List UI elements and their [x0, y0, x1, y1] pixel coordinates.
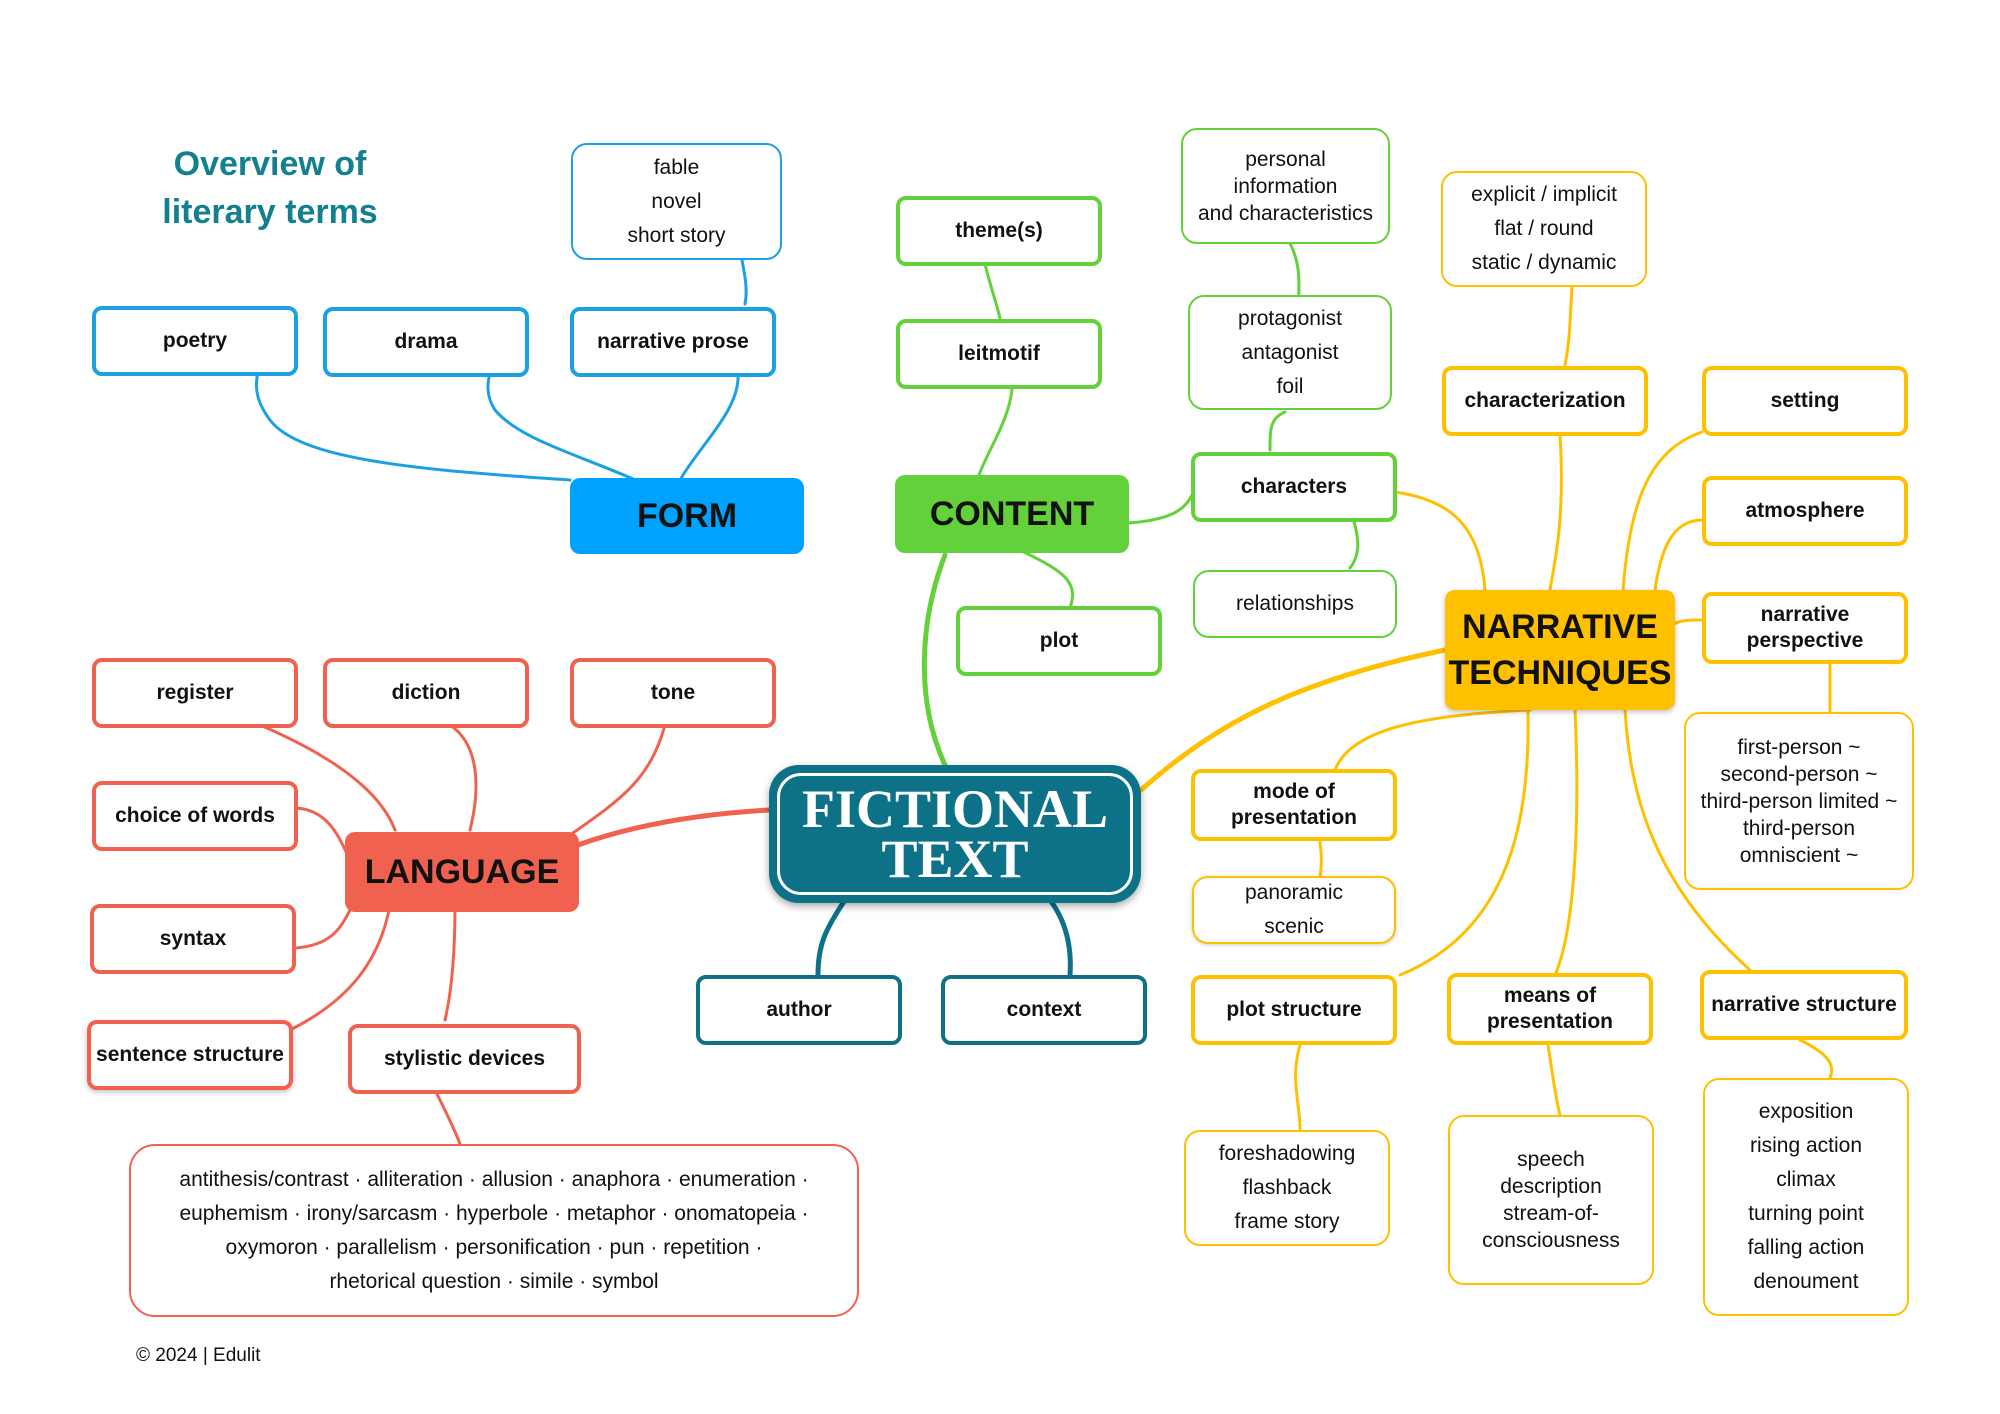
diction-node[interactable]: diction: [323, 658, 529, 728]
narrative-techniques-node[interactable]: NARRATIVE TECHNIQUES: [1445, 590, 1675, 710]
author-node[interactable]: author: [696, 975, 902, 1045]
means-types-node: speech description stream-of- consciousn…: [1448, 1115, 1654, 1285]
personal-info-node: personal information and characteristics: [1181, 128, 1390, 244]
character-roles-node: protagonist antagonist foil: [1188, 295, 1392, 410]
perspective-types-node: first-person ~ second-person ~ third-per…: [1684, 712, 1914, 890]
content-node[interactable]: CONTENT: [895, 475, 1129, 553]
relationships-node: relationships: [1193, 570, 1397, 638]
fictional-text-label: FICTIONAL TEXT: [777, 773, 1133, 895]
mode-of-presentation-node[interactable]: mode of presentation: [1191, 769, 1397, 841]
plot-devices-node: foreshadowing flashback frame story: [1184, 1130, 1390, 1246]
choice-of-words-node[interactable]: choice of words: [92, 781, 298, 851]
structure-types-node: exposition rising action climax turning …: [1703, 1078, 1909, 1316]
narrative-prose-node[interactable]: narrative prose: [570, 307, 776, 377]
form-node[interactable]: FORM: [570, 478, 804, 554]
means-of-presentation-node[interactable]: means of presentation: [1447, 973, 1653, 1045]
setting-node[interactable]: setting: [1702, 366, 1908, 436]
leitmotif-node[interactable]: leitmotif: [896, 319, 1102, 389]
language-node[interactable]: LANGUAGE: [345, 832, 579, 912]
narrative-perspective-node[interactable]: narrative perspective: [1702, 592, 1908, 664]
mode-types-node: panoramic scenic: [1192, 876, 1396, 944]
copyright-text: © 2024 | Edulit: [136, 1345, 261, 1366]
syntax-node[interactable]: syntax: [90, 904, 296, 974]
fictional-text-node[interactable]: FICTIONAL TEXT: [769, 765, 1141, 903]
tone-node[interactable]: tone: [570, 658, 776, 728]
characterization-types-node: explicit / implicit flat / round static …: [1441, 171, 1647, 287]
stylistic-devices-node[interactable]: stylistic devices: [348, 1024, 581, 1094]
context-node[interactable]: context: [941, 975, 1147, 1045]
prose-types-node: fable novel short story: [571, 143, 782, 260]
characters-node[interactable]: characters: [1191, 452, 1397, 522]
drama-node[interactable]: drama: [323, 307, 529, 377]
plot-node[interactable]: plot: [956, 606, 1162, 676]
poetry-node[interactable]: poetry: [92, 306, 298, 376]
narrative-structure-node[interactable]: narrative structure: [1700, 970, 1908, 1040]
plot-structure-node[interactable]: plot structure: [1191, 975, 1397, 1045]
sentence-structure-node[interactable]: sentence structure: [87, 1020, 293, 1090]
themes-node[interactable]: theme(s): [896, 196, 1102, 266]
register-node[interactable]: register: [92, 658, 298, 728]
page-title: Overview of literary terms: [162, 145, 378, 231]
characterization-node[interactable]: characterization: [1442, 366, 1648, 436]
atmosphere-node[interactable]: atmosphere: [1702, 476, 1908, 546]
devices-list-node: antithesis/contrast · alliteration · all…: [129, 1144, 859, 1317]
